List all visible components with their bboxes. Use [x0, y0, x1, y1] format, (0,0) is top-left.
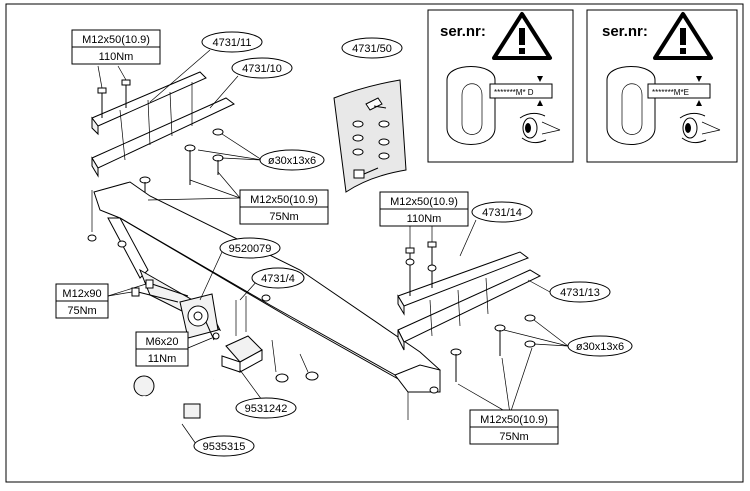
socket-9531242	[221, 294, 271, 373]
washer-label-right: ø30x13x6	[567, 335, 633, 357]
nuts-under-crossbar	[271, 339, 319, 383]
electrical-block-9520079	[179, 293, 219, 339]
serial-panel-d: ser.nr: *******M* D	[427, 9, 574, 163]
serial-panel-e: ser.nr: *******M*E	[586, 9, 738, 163]
svg-text:M12x50(10.9): M12x50(10.9)	[250, 194, 318, 206]
spec-box-mid-left: M12x50(10.9) 75Nm	[239, 189, 329, 225]
label-9535315: 9535315	[193, 435, 255, 457]
svg-text:4731/50: 4731/50	[352, 43, 392, 55]
spec-box-m12x90: M12x90 75Nm	[55, 283, 109, 319]
spec-box-bottom-right: M12x50(10.9) 75Nm	[469, 409, 559, 445]
svg-text:ø30x13x6: ø30x13x6	[576, 341, 624, 353]
label-4731-14: 4731/14	[471, 201, 533, 223]
label-4731-4: 4731/4	[251, 267, 305, 289]
washers-right	[429, 314, 536, 394]
spec-box-top-left: M12x50(10.9) 110Nm	[71, 29, 161, 65]
svg-text:M12x50(10.9): M12x50(10.9)	[390, 196, 458, 208]
serial-code-d: *******M* D	[494, 88, 534, 97]
svg-text:9535315: 9535315	[203, 441, 246, 453]
spec-box-top-right: M12x50(10.9) 110Nm	[379, 191, 469, 227]
svg-text:75Nm: 75Nm	[269, 211, 298, 223]
spec-box-m6x20: M6x20 11Nm	[135, 331, 189, 367]
parts-bag-4731-50	[333, 79, 407, 193]
eye-icon	[519, 112, 561, 144]
spec-size: M12x50(10.9)	[82, 34, 150, 46]
svg-text:9520079: 9520079	[229, 243, 272, 255]
diagram-frame	[5, 3, 744, 483]
label-4731-13: 4731/13	[549, 281, 611, 303]
bolts-top-left	[97, 79, 193, 161]
svg-text:4731/13: 4731/13	[560, 287, 600, 299]
bolt-m6x20	[205, 321, 220, 341]
svg-text:9531242: 9531242	[245, 403, 288, 415]
svg-text:M6x20: M6x20	[145, 336, 178, 348]
label-4731-50: 4731/50	[341, 37, 403, 59]
svg-text:4731/4: 4731/4	[261, 273, 295, 285]
svg-text:M12x50(10.9): M12x50(10.9)	[480, 414, 548, 426]
eye-icon	[679, 112, 721, 144]
svg-text:ø30x13x6: ø30x13x6	[268, 155, 316, 167]
svg-text:75Nm: 75Nm	[499, 431, 528, 443]
svg-text:4731/11: 4731/11	[213, 37, 252, 49]
bolts-top-right	[405, 241, 489, 337]
leader-lines	[97, 49, 569, 445]
bracket-4731-14	[397, 251, 530, 316]
spec-torque: 110Nm	[99, 51, 134, 63]
svg-text:4731/10: 4731/10	[242, 63, 282, 75]
label-4731-10: 4731/10	[231, 57, 293, 79]
svg-text:110Nm: 110Nm	[407, 213, 442, 225]
washer-label-left: ø30x13x6	[259, 149, 325, 171]
serial-code-e: *******M*E	[652, 88, 689, 97]
washers-left	[139, 128, 224, 205]
warning-icon	[653, 12, 713, 60]
serial-title-e: ser.nr:	[602, 23, 648, 40]
svg-text:M12x90: M12x90	[62, 288, 101, 300]
bracket-4731-10	[91, 97, 235, 178]
bracket-4731-13	[397, 269, 542, 351]
warning-icon	[492, 12, 552, 60]
label-4731-11: 4731/11	[201, 31, 263, 53]
label-9531242: 9531242	[235, 397, 297, 419]
serial-title-d: ser.nr:	[440, 23, 486, 40]
svg-text:4731/14: 4731/14	[482, 207, 522, 219]
svg-text:11Nm: 11Nm	[148, 353, 177, 365]
svg-text:75Nm: 75Nm	[67, 305, 96, 317]
label-9520079: 9520079	[219, 237, 281, 259]
towball-9535315	[133, 375, 216, 432]
